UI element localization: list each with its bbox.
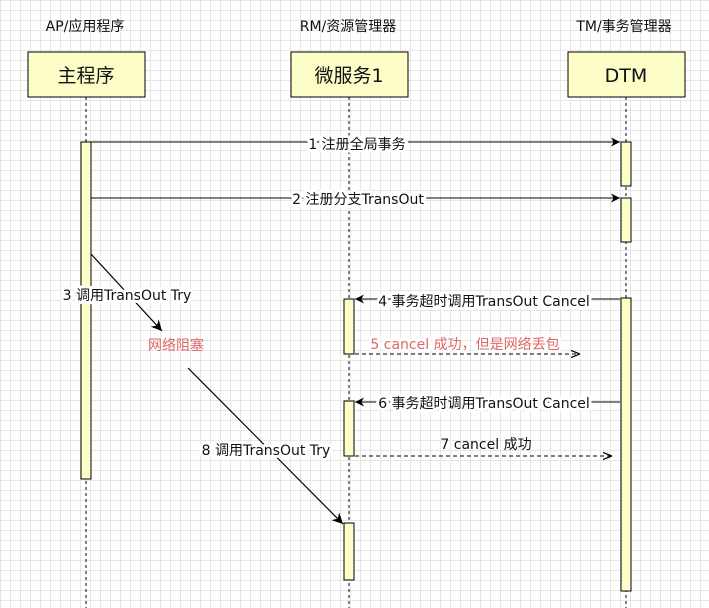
message-3-arrow [90,253,163,332]
tm-activation-1 [620,141,632,187]
tm-name: DTM [605,65,648,87]
message-3-label: 3 调用TransOut Try [63,288,192,304]
network-blocked-note: 网络阻塞 [148,337,204,354]
message-8-arrow [187,367,344,525]
ap-box [27,51,146,98]
message-5-label: 5 cancel 成功，但是网络丢包 [370,337,559,353]
rm-activation-2 [343,400,355,457]
message-2-label: 2 注册分支TransOut [292,192,424,208]
message-4-label: 4 事务超时调用TransOut Cancel [378,294,590,310]
tm-role-label: TM/事务管理器 [575,19,671,35]
rm-activation-1 [343,298,355,355]
tm-activation-2 [620,197,632,243]
ap-name: 主程序 [57,65,114,87]
message-6-label: 6 事务超时调用TransOut Cancel [378,396,590,412]
tm-activation-3 [620,297,632,592]
rm-role-label: RM/资源管理器 [300,19,397,35]
ap-activation [80,141,92,480]
participant-tm: DTM [567,51,686,98]
participant-rm: 微服务1 [290,51,409,98]
message-7-label: 7 cancel 成功 [440,437,531,453]
message-8-label: 8 调用TransOut Try [202,443,331,459]
rm-name: 微服务1 [314,65,383,87]
ap-role-label: AP/应用程序 [46,18,125,35]
rm-box [290,51,409,98]
rm-activation-3 [343,522,355,581]
message-1-label: 1 注册全局事务 [308,136,405,153]
participant-ap: 主程序 [27,51,146,98]
tm-box [567,51,686,98]
